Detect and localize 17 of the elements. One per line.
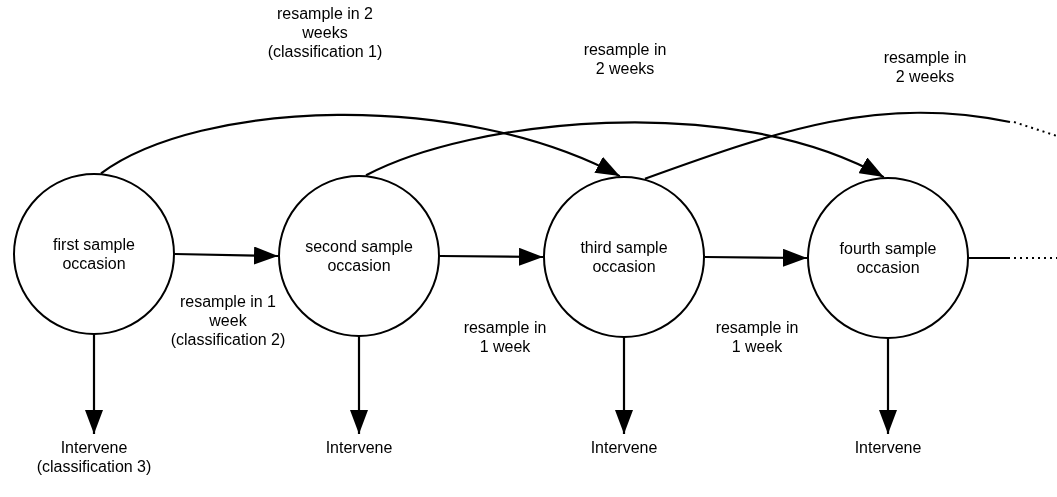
intervene-text: Intervene [279,438,439,458]
arrow [85,335,103,434]
intervene-text: Intervene [808,438,968,458]
edge-label: resample in 1 week [714,318,800,357]
edge-label: resample in 2 weeks [882,48,968,87]
edge-label: resample in 2 weeks [582,40,668,79]
intervene-text: Intervene (classification 3) [14,438,174,477]
arrow [879,339,897,434]
arrow [350,337,368,434]
arrow [174,246,279,265]
arrow [615,338,633,434]
arrow [100,113,621,178]
edge-label: resample in 2 weeks (classification 1) [266,4,384,62]
arrow [705,248,807,267]
arrow [365,121,885,179]
intervene-text: Intervene [544,438,704,458]
arrow [440,247,543,266]
